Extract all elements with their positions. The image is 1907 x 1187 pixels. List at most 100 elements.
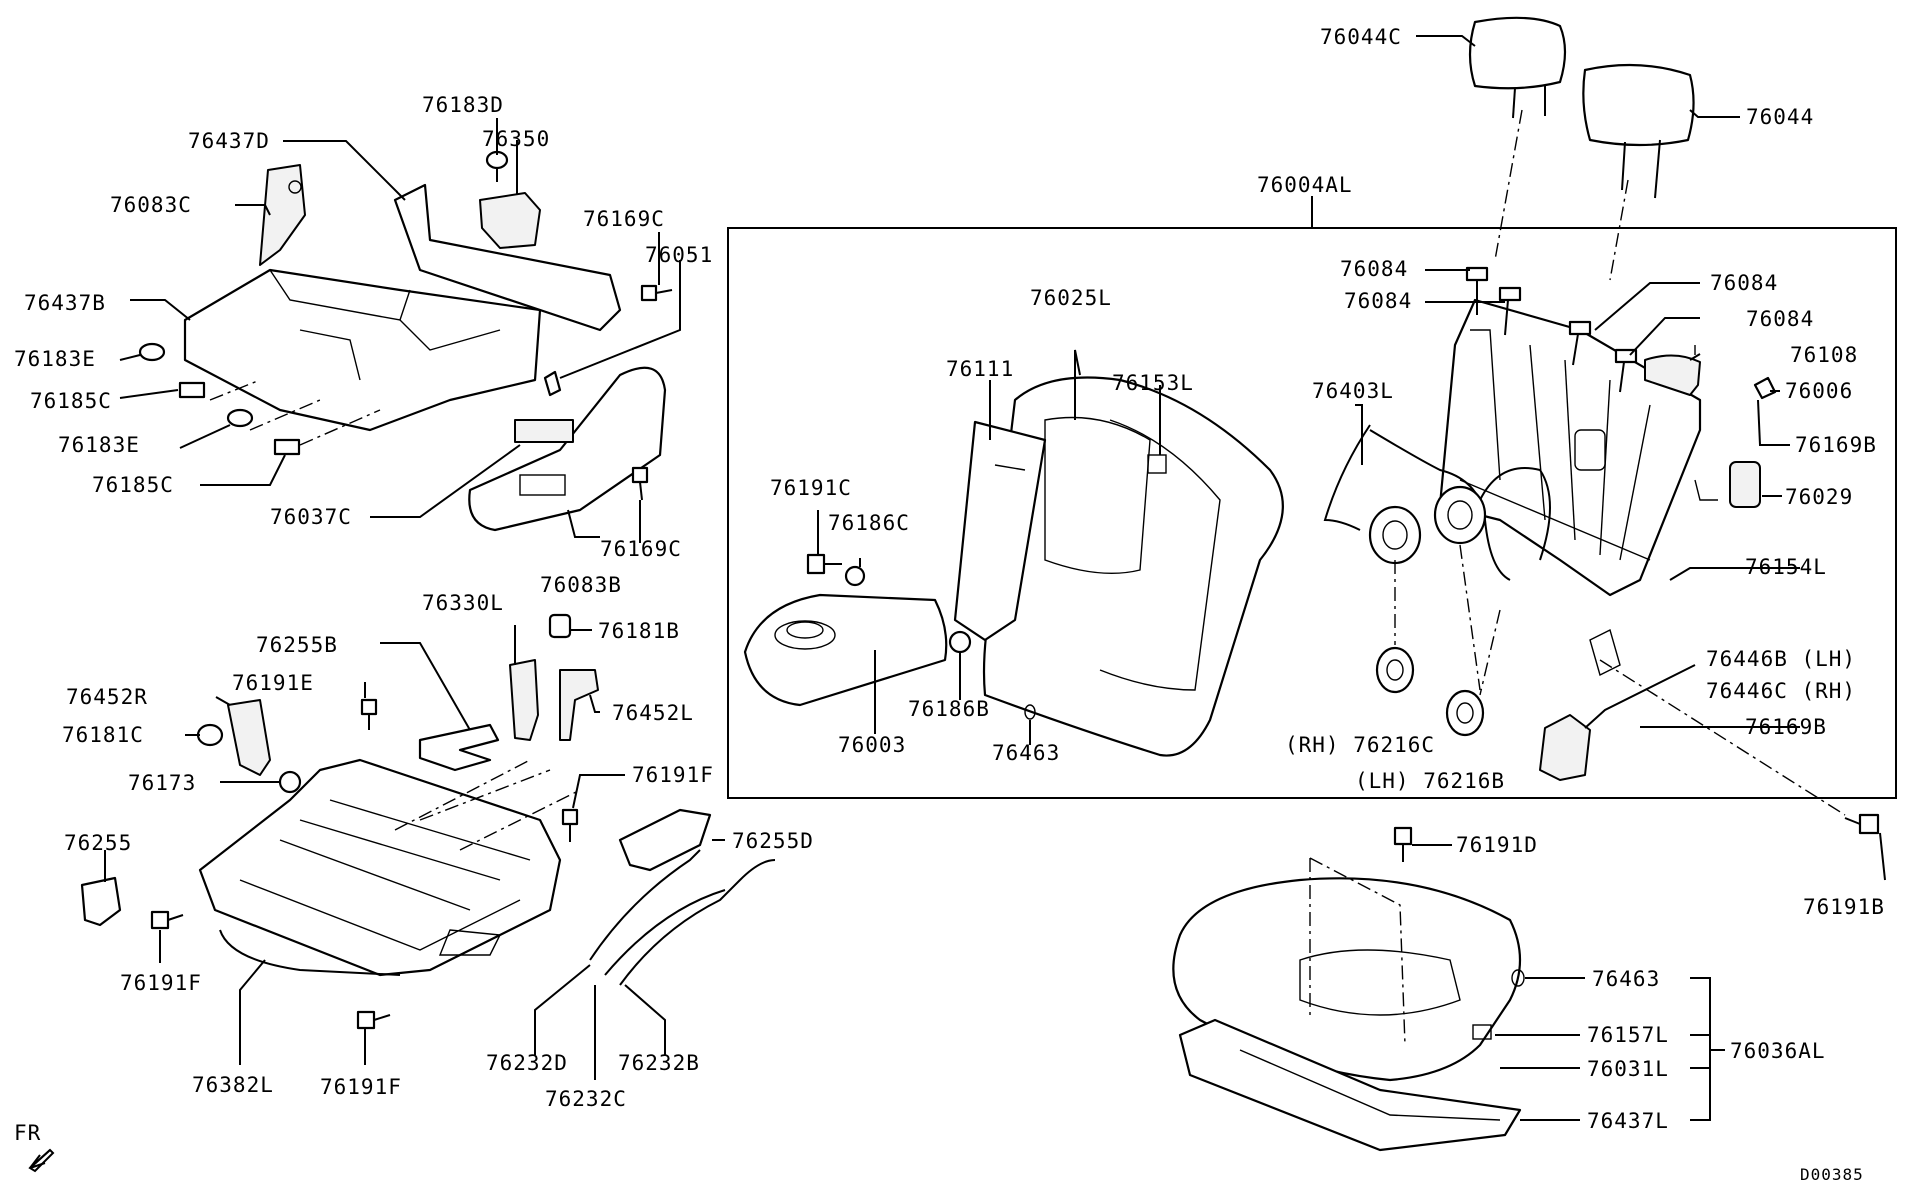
washer-76173[interactable] <box>278 770 302 794</box>
cable-76232C[interactable] <box>604 889 726 976</box>
bracket-76452L[interactable] <box>559 669 599 741</box>
label-76044: 76044 <box>1746 105 1814 129</box>
cable-76403L[interactable] <box>1323 424 1371 531</box>
cover-76255D[interactable] <box>618 808 712 872</box>
bracket-76330L[interactable] <box>509 659 539 741</box>
recliner-76216B[interactable] <box>1433 485 1487 545</box>
pan-76437B[interactable] <box>183 268 542 432</box>
diagram-code: D00385 <box>1800 1165 1864 1184</box>
bolt-76191D[interactable] <box>1393 826 1413 862</box>
label-76051: 76051 <box>645 243 713 267</box>
label-76452L: 76452L <box>612 701 694 725</box>
clip-76463-b[interactable] <box>1511 969 1525 987</box>
label-fr: FR <box>14 1121 41 1145</box>
pad-76185C-b[interactable] <box>273 438 301 456</box>
cover-76083B[interactable] <box>468 366 667 532</box>
label-76255B: 76255B <box>256 633 338 657</box>
label-76111: 76111 <box>946 357 1014 381</box>
label-76029: 76029 <box>1785 485 1853 509</box>
clip-76183E-a[interactable] <box>138 342 166 362</box>
bracket-76350[interactable] <box>479 192 541 249</box>
bolt-76191B[interactable] <box>1844 813 1880 835</box>
label-76437L: 76437L <box>1587 1109 1669 1133</box>
tag-76153L[interactable] <box>1147 454 1167 474</box>
hinge-cover-76446[interactable] <box>1539 714 1591 781</box>
label-76191B: 76191B <box>1803 895 1885 919</box>
label-76216B: (LH) 76216B <box>1355 769 1505 793</box>
seat-frame-76382L[interactable] <box>198 758 562 977</box>
label-76183E-b: 76183E <box>58 433 140 457</box>
recliner-76216C[interactable] <box>1368 505 1422 565</box>
label-76169C-b: 76169C <box>600 537 682 561</box>
label-76191F-c: 76191F <box>320 1075 402 1099</box>
recliner-76216B-detail[interactable] <box>1445 689 1485 737</box>
label-76185C-a: 76185C <box>30 389 112 413</box>
panel-76111[interactable] <box>953 420 1047 642</box>
clip-76051[interactable] <box>543 370 562 397</box>
clip-76183E-b[interactable] <box>226 408 254 428</box>
nut-76181C[interactable] <box>196 723 224 747</box>
label-76084-c: 76084 <box>1710 271 1778 295</box>
bushing-76186C[interactable] <box>844 565 866 587</box>
armrest-76003[interactable] <box>743 593 948 707</box>
bolt-76191F-a[interactable] <box>561 808 579 842</box>
label-76108: 76108 <box>1790 343 1858 367</box>
bracket-76452R[interactable] <box>227 699 271 776</box>
bolt-76191C[interactable] <box>806 553 842 575</box>
bolt-76191F-c[interactable] <box>356 1010 391 1030</box>
label-76083C: 76083C <box>110 193 192 217</box>
label-76255: 76255 <box>64 831 132 855</box>
label-76232C: 76232C <box>545 1087 627 1111</box>
bolt-76169C-a[interactable] <box>640 284 673 302</box>
label-76191F-a: 76191F <box>632 763 714 787</box>
bracket-76437D[interactable] <box>393 183 622 332</box>
guide-76084[interactable] <box>1465 266 1638 393</box>
bolt-76169C-b[interactable] <box>631 466 649 501</box>
label-76153L: 76153L <box>1112 371 1194 395</box>
headrest-76044[interactable] <box>1582 63 1695 199</box>
clip-76183D[interactable] <box>485 150 509 182</box>
headrest-76044C[interactable] <box>1468 16 1567 119</box>
bolt-76191F-b[interactable] <box>150 910 184 930</box>
seatback-frame-76154L[interactable] <box>1438 298 1702 597</box>
label-76025L: 76025L <box>1030 286 1112 310</box>
label-76185C-b: 76185C <box>92 473 174 497</box>
label-76044C: 76044C <box>1320 25 1402 49</box>
label-76446C: 76446C (RH) <box>1706 679 1856 703</box>
label-76437B: 76437B <box>24 291 106 315</box>
knob-76029[interactable] <box>1729 461 1761 508</box>
label-76350: 76350 <box>482 127 550 151</box>
cable-76232D[interactable] <box>589 849 701 961</box>
clip-76463-a[interactable] <box>1024 704 1036 720</box>
label-76036AL: 76036AL <box>1730 1039 1826 1063</box>
bracket-76083C[interactable] <box>259 164 306 266</box>
label-76181B: 76181B <box>598 619 680 643</box>
label-76255D: 76255D <box>732 829 814 853</box>
cover-76255B[interactable] <box>418 723 500 772</box>
tag-76157L[interactable] <box>1472 1024 1492 1040</box>
handle-76037C[interactable] <box>514 419 574 443</box>
label-76169B-b: 76169B <box>1745 715 1827 739</box>
label-76084-b: 76084 <box>1344 289 1412 313</box>
clip-76006[interactable] <box>1753 376 1777 400</box>
cover-76255[interactable] <box>80 876 122 927</box>
pad-76185C-a[interactable] <box>178 381 206 399</box>
label-76446B: 76446B (LH) <box>1706 647 1856 671</box>
label-76006: 76006 <box>1785 379 1853 403</box>
recliner-76216C-detail[interactable] <box>1375 646 1415 694</box>
cable-76232B[interactable] <box>619 859 776 986</box>
label-76181C: 76181C <box>62 723 144 747</box>
bushing-76186B[interactable] <box>948 630 972 654</box>
seatback-pad-76025L[interactable] <box>982 376 1284 757</box>
label-76191F-b: 76191F <box>120 971 202 995</box>
label-76003: 76003 <box>838 733 906 757</box>
label-76330L: 76330L <box>422 591 504 615</box>
label-76173: 76173 <box>128 771 196 795</box>
cover-76108[interactable] <box>1644 354 1701 396</box>
nut-76181B[interactable] <box>548 613 572 639</box>
label-76169B-a: 76169B <box>1795 433 1877 457</box>
label-76186C: 76186C <box>828 511 910 535</box>
bolt-76191E[interactable] <box>360 698 378 730</box>
label-76084-a: 76084 <box>1340 257 1408 281</box>
